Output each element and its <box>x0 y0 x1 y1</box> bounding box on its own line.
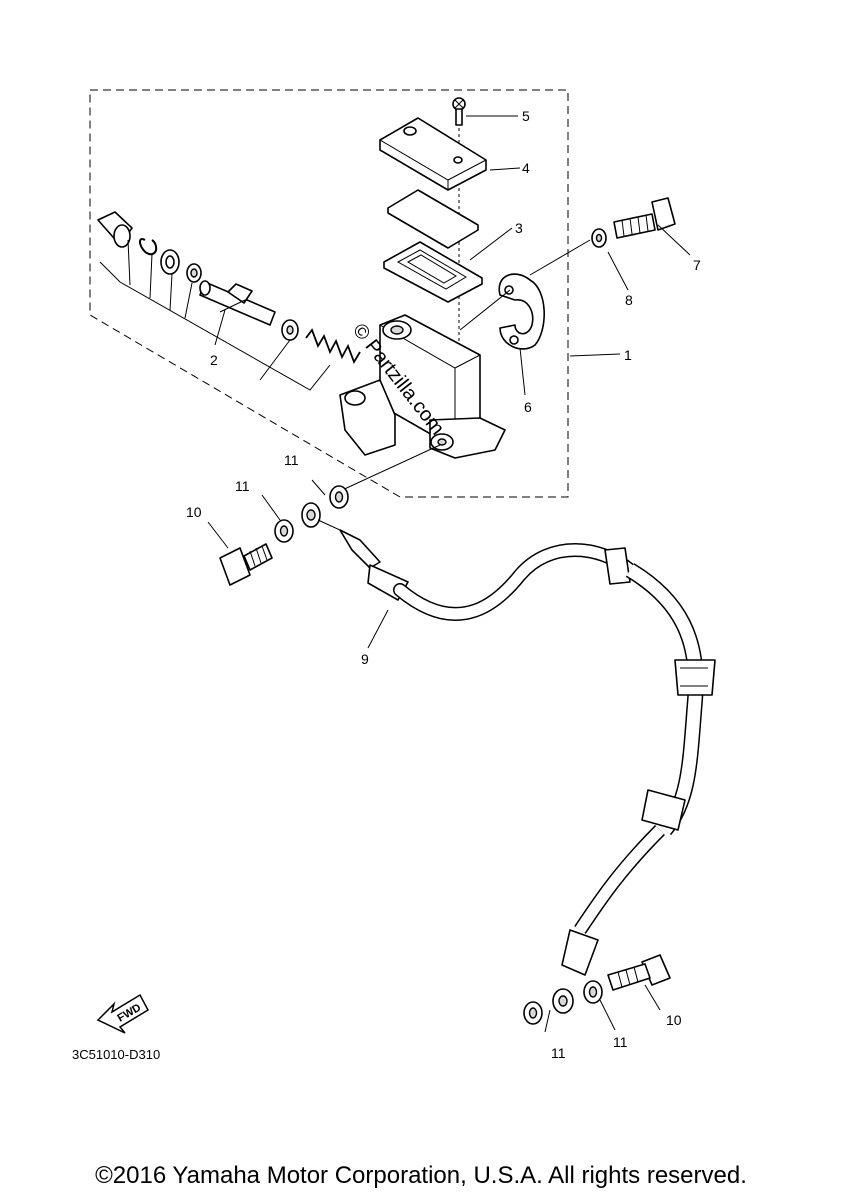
callout-11-lower-left: 11 <box>551 1045 566 1061</box>
part-9-brake-hose[interactable] <box>301 502 716 1014</box>
part-11-washer-upper[interactable] <box>329 485 349 509</box>
assembly-boundary <box>89 89 569 498</box>
fwd-arrow-icon <box>96 993 149 1034</box>
spring[interactable] <box>305 328 361 365</box>
callout-10-upper: 10 <box>186 504 202 520</box>
part-10-union-bolt-upper[interactable] <box>219 543 273 586</box>
washer[interactable] <box>160 249 180 275</box>
part-4-cover[interactable] <box>379 117 487 191</box>
part-8-washer[interactable] <box>591 228 607 248</box>
part-11-washer-lower-right[interactable] <box>583 980 603 1004</box>
seal[interactable] <box>186 263 202 283</box>
boot[interactable] <box>97 211 133 248</box>
part-5-screw[interactable] <box>452 97 466 126</box>
diaphragm-plate[interactable] <box>387 189 479 249</box>
part-3-diaphragm[interactable] <box>383 241 483 303</box>
callout-8: 8 <box>625 292 633 308</box>
cup[interactable] <box>281 319 299 341</box>
part-2-piston[interactable] <box>199 280 276 326</box>
callout-1: 1 <box>624 347 632 363</box>
part-10-union-bolt-lower[interactable] <box>607 954 671 991</box>
copyright-notice: ©2016 Yamaha Motor Corporation, U.S.A. A… <box>95 1162 747 1189</box>
callout-10-lower: 10 <box>666 1012 682 1028</box>
callout-3: 3 <box>515 220 523 236</box>
master-cylinder-body[interactable] <box>339 314 506 459</box>
callout-11-upper: 11 <box>284 452 299 468</box>
callout-4: 4 <box>522 160 530 176</box>
circlip[interactable] <box>138 238 158 256</box>
callout-9: 9 <box>361 651 369 667</box>
callout-2: 2 <box>210 352 218 368</box>
callout-11-left: 11 <box>235 478 250 494</box>
callout-7: 7 <box>693 257 701 273</box>
callout-11-lower-right: 11 <box>613 1034 628 1050</box>
part-11-washer-left[interactable] <box>274 519 294 543</box>
part-11-washer-lower-left[interactable] <box>523 1001 543 1025</box>
callout-6: 6 <box>524 399 532 415</box>
callout-5: 5 <box>522 108 530 124</box>
part-7-bolt[interactable] <box>613 197 676 239</box>
part-6-clamp[interactable] <box>498 273 545 350</box>
drawing-code: 3C51010-D310 <box>72 1047 160 1062</box>
